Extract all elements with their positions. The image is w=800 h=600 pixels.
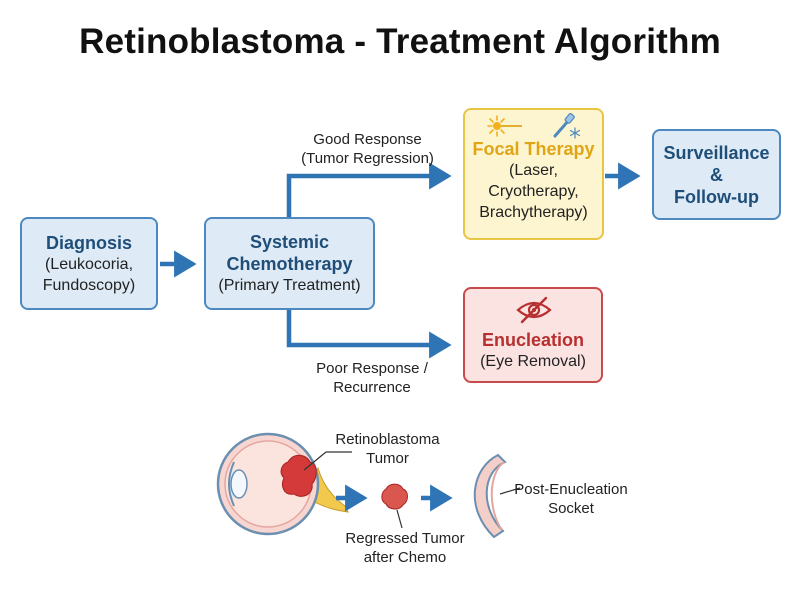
retino-label-line: Retinoblastoma: [335, 431, 440, 448]
socket-label-line: Socket: [548, 500, 594, 517]
node-focal-therapy: Focal Therapy (Laser, Cryotherapy, Brach…: [463, 108, 604, 240]
node-systemic-chemotherapy: Systemic Chemotherapy (Primary Treatment…: [204, 217, 375, 310]
retino-label-line: Tumor: [366, 450, 409, 467]
regressed-tumor: [381, 483, 408, 510]
node-surveillance: Surveillance & Follow-up: [652, 129, 781, 220]
arrow-chemo-to-focal: [286, 162, 452, 217]
surveillance-title-line: Follow-up: [674, 186, 759, 207]
edge-label-good-response: Good Response (Tumor Regression): [285, 130, 450, 168]
arrow-chemo-to-enucleation: [286, 310, 452, 359]
cryoprobe-icon: [553, 113, 581, 139]
eye-slash-icon: [516, 296, 552, 324]
post-enucleation-socket: [473, 453, 507, 539]
poor-response-line: Recurrence: [333, 379, 411, 396]
regressed-label-line: Regressed Tumor: [345, 530, 465, 547]
retinoblastoma-tumor: [280, 454, 317, 497]
surveillance-title-line: Surveillance: [663, 142, 770, 163]
post-enucleation-socket-label: Post-Enucleation Socket: [496, 480, 646, 518]
socket-label-line: Post-Enucleation: [514, 481, 628, 498]
node-diagnosis: Diagnosis (Leukocoria, Fundoscopy): [20, 217, 158, 310]
retinoblastoma-tumor-label: Retinoblastoma Tumor: [315, 430, 460, 468]
focal-detail-line: Brachytherapy): [479, 204, 588, 221]
chemo-title-line: Systemic: [249, 232, 330, 252]
diagnosis-detail-line: (Leukocoria,: [44, 255, 134, 273]
regressed-tumor-label: Regressed Tumor after Chemo: [330, 529, 480, 567]
good-response-line: (Tumor Regression): [301, 150, 434, 167]
poor-response-line: Poor Response /: [316, 360, 428, 377]
edge-label-poor-response: Poor Response / Recurrence: [297, 359, 447, 397]
enucleation-subtitle: (Eye Removal): [480, 353, 586, 370]
enucleation-title: Enucleation: [481, 330, 584, 350]
laser-icon: [487, 115, 522, 137]
surveillance-title-line: &: [710, 164, 723, 185]
page-title: Retinoblastoma - Treatment Algorithm: [79, 22, 721, 61]
diagnosis-title: Diagnosis: [45, 232, 133, 253]
regressed-label-line: after Chemo: [363, 549, 447, 566]
chemo-subtitle: (Primary Treatment): [218, 277, 361, 294]
diagnosis-detail-line: Fundoscopy): [42, 276, 136, 294]
focal-detail-line: Cryotherapy,: [488, 183, 579, 200]
focal-title: Focal Therapy: [472, 139, 595, 159]
chemo-title-line: Chemotherapy: [226, 254, 353, 274]
focal-detail-line: (Laser,: [509, 162, 558, 179]
good-response-line: Good Response: [313, 131, 422, 148]
eye-with-tumor-illustration: [216, 432, 349, 536]
